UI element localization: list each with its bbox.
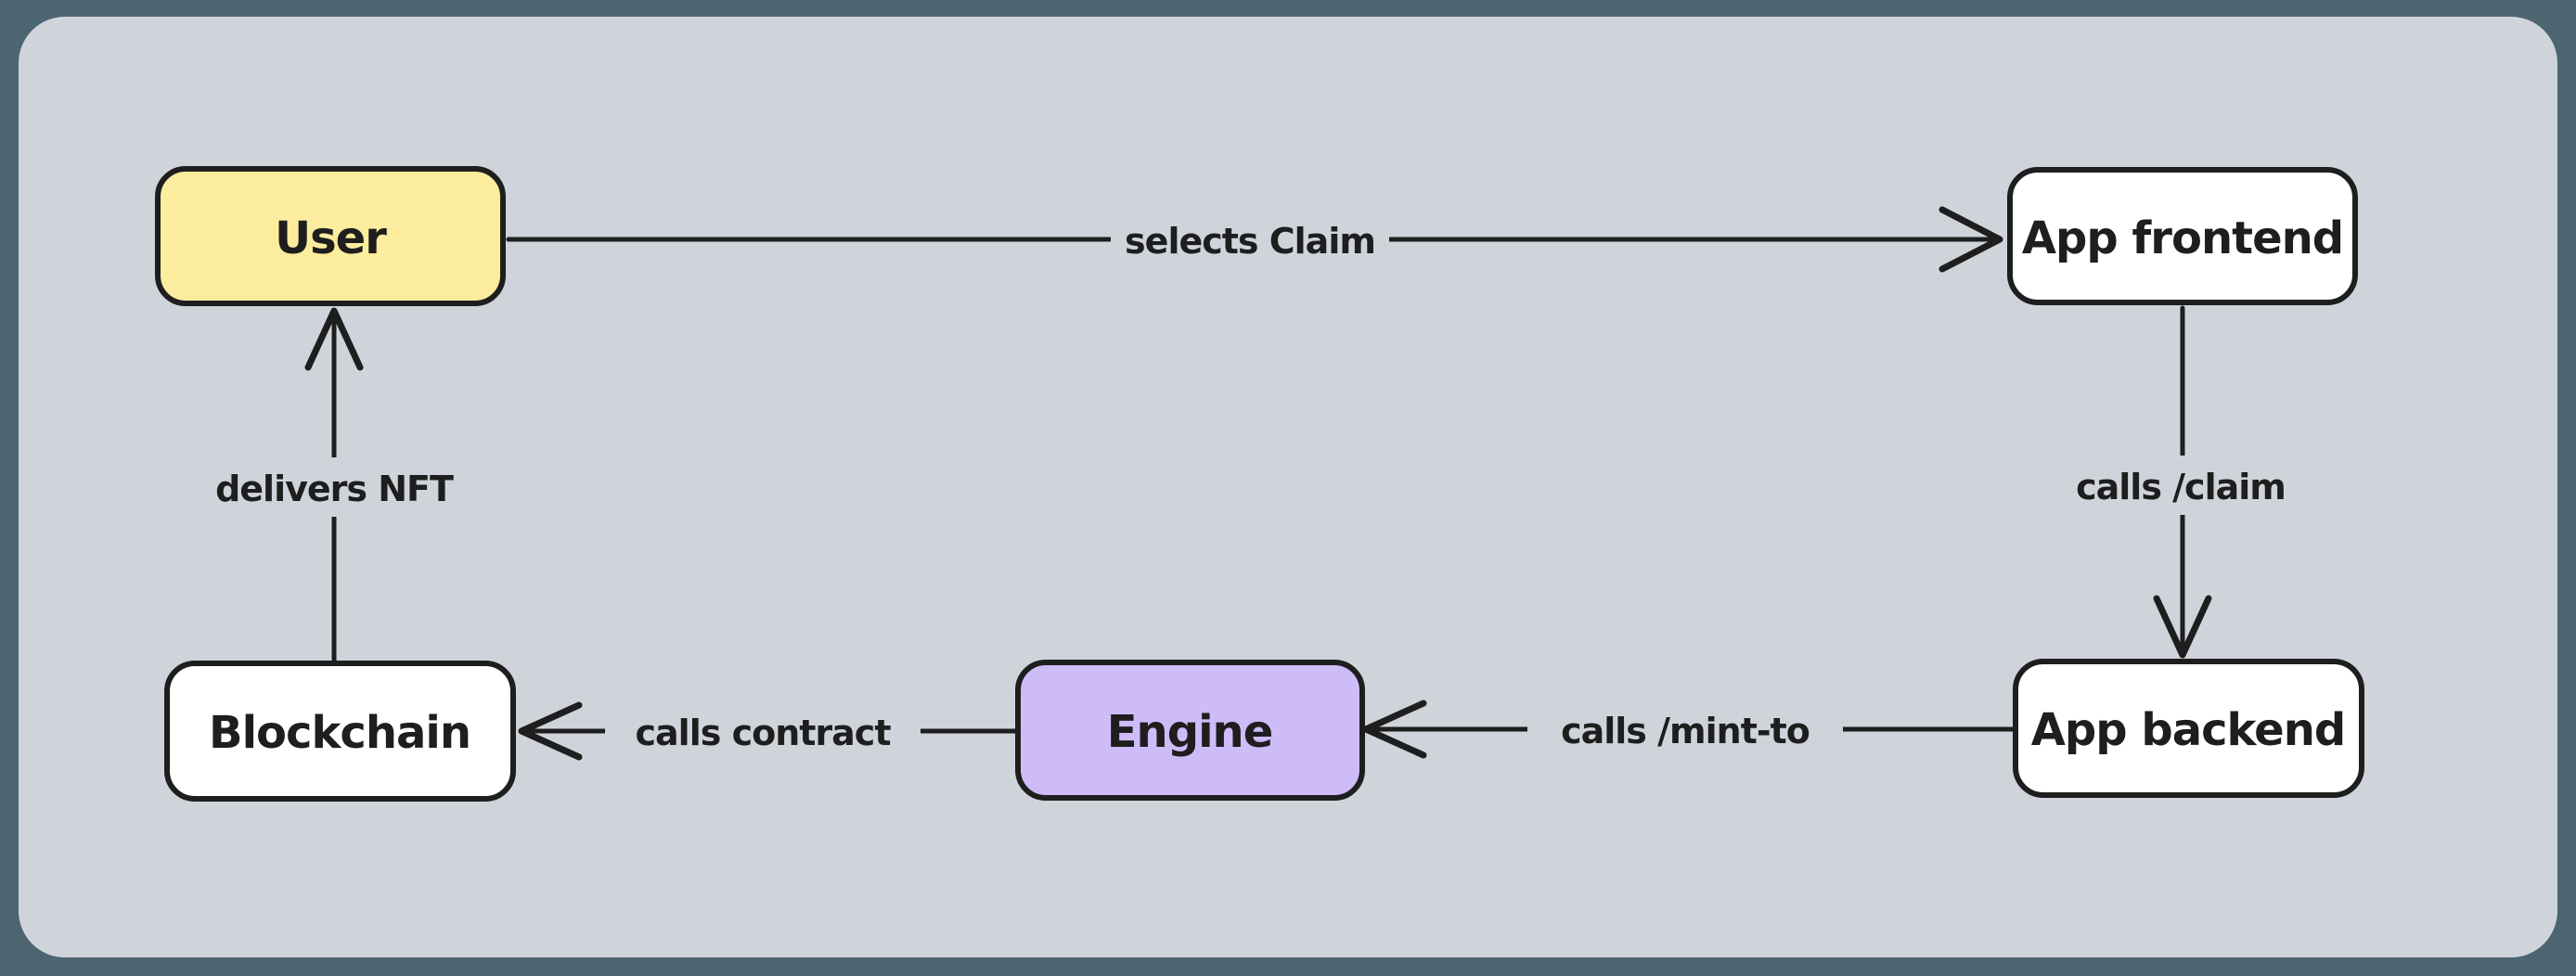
arrowhead-down-icon (2153, 595, 2212, 659)
node-label-user: User (275, 212, 387, 264)
node-box (2007, 167, 2358, 305)
edge-label-selects-claim: selects Claim (1125, 221, 1375, 262)
edge-label-background (2046, 456, 2317, 515)
edge-label-background (1111, 210, 1389, 269)
arrowhead-up-icon (304, 307, 364, 371)
node-box (155, 166, 506, 306)
node-app-frontend[interactable]: App frontend (2007, 167, 2358, 305)
node-user[interactable]: User (155, 166, 506, 306)
arrowhead-left-icon (1362, 700, 1427, 759)
arrowhead-right-icon (1938, 206, 2003, 273)
node-label-app-backend: App backend (2031, 704, 2346, 756)
arrow-engine-to-blockchain[interactable]: calls contract (518, 701, 1019, 761)
node-app-backend[interactable]: App backend (2013, 659, 2364, 798)
arrow-user-to-frontend[interactable]: selects Claim (506, 206, 2003, 273)
node-blockchain[interactable]: Blockchain (164, 661, 516, 802)
edge-label-delivers-nft: delivers NFT (215, 469, 454, 509)
node-label-engine: Engine (1107, 706, 1273, 758)
arrow-backend-to-engine[interactable]: calls /mint-to (1362, 700, 2016, 759)
node-box (1015, 660, 1365, 801)
node-engine[interactable]: Engine (1015, 660, 1365, 801)
edge-label-background (605, 701, 921, 761)
node-box (164, 661, 516, 802)
edge-label-background (1527, 700, 1843, 759)
edge-label-calls-contract: calls contract (636, 713, 892, 753)
arrow-frontend-to-backend[interactable]: calls /claim (2046, 305, 2317, 659)
node-label-app-frontend: App frontend (2022, 212, 2343, 264)
node-label-blockchain: Blockchain (209, 707, 470, 759)
edge-label-background (200, 457, 470, 517)
edge-label-calls-mint-to: calls /mint-to (1561, 711, 1810, 751)
node-box (2013, 659, 2364, 798)
arrow-blockchain-to-user[interactable]: delivers NFT (200, 307, 470, 663)
edge-label-calls-claim: calls /claim (2076, 467, 2286, 507)
arrowhead-left-icon (518, 701, 583, 761)
